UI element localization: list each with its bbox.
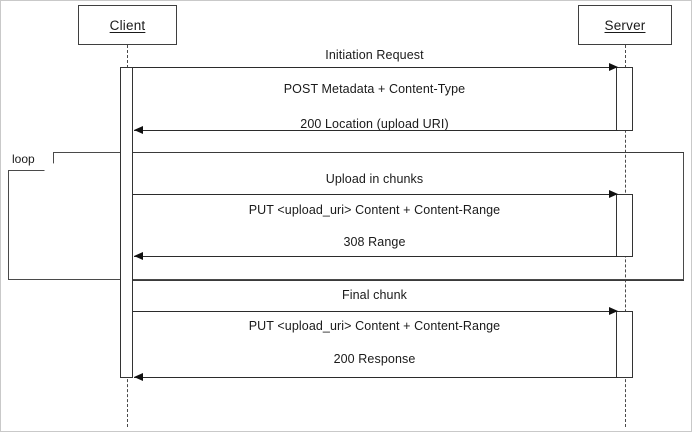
- separator-after-initiation: [133, 152, 684, 153]
- message-line-put-chunk: [133, 194, 618, 195]
- group-label-initiation-request: Initiation Request: [325, 48, 424, 62]
- arrowhead-200-location: [134, 125, 143, 134]
- message-label-200-location: 200 Location (upload URI): [300, 117, 449, 131]
- message-line-200-location: [134, 130, 618, 131]
- message-line-200-response: [134, 377, 618, 378]
- message-label-put-chunk: PUT <upload_uri> Content + Content-Range: [248, 203, 501, 217]
- loop-fragment-operator-label: loop: [12, 152, 35, 166]
- activation-server-chunk: [616, 194, 633, 257]
- message-line-post-metadata: [133, 67, 618, 68]
- arrowhead-post-metadata: [609, 62, 618, 71]
- participant-client[interactable]: Client: [78, 5, 177, 45]
- group-label-final-chunk: Final chunk: [341, 288, 408, 302]
- message-label-post-metadata: POST Metadata + Content-Type: [283, 82, 466, 96]
- participant-server-label: Server: [604, 17, 646, 33]
- group-label-upload-in-chunks: Upload in chunks: [325, 172, 424, 186]
- arrowhead-308-range: [134, 251, 143, 260]
- separator-after-loop: [133, 280, 684, 281]
- activation-server-final: [616, 311, 633, 378]
- message-label-308-range: 308 Range: [343, 235, 406, 249]
- arrowhead-put-chunk: [609, 189, 618, 198]
- message-label-put-final: PUT <upload_uri> Content + Content-Range: [248, 319, 501, 333]
- loop-fragment-tag: loop: [8, 152, 54, 171]
- participant-server[interactable]: Server: [578, 5, 672, 45]
- arrowhead-200-response: [134, 372, 143, 381]
- message-label-200-response: 200 Response: [333, 352, 416, 366]
- participant-client-label: Client: [109, 17, 146, 33]
- activation-client: [120, 67, 133, 378]
- message-line-put-final: [133, 311, 618, 312]
- activation-server-initiation: [616, 67, 633, 131]
- message-line-308-range: [134, 256, 618, 257]
- arrowhead-put-final: [609, 306, 618, 315]
